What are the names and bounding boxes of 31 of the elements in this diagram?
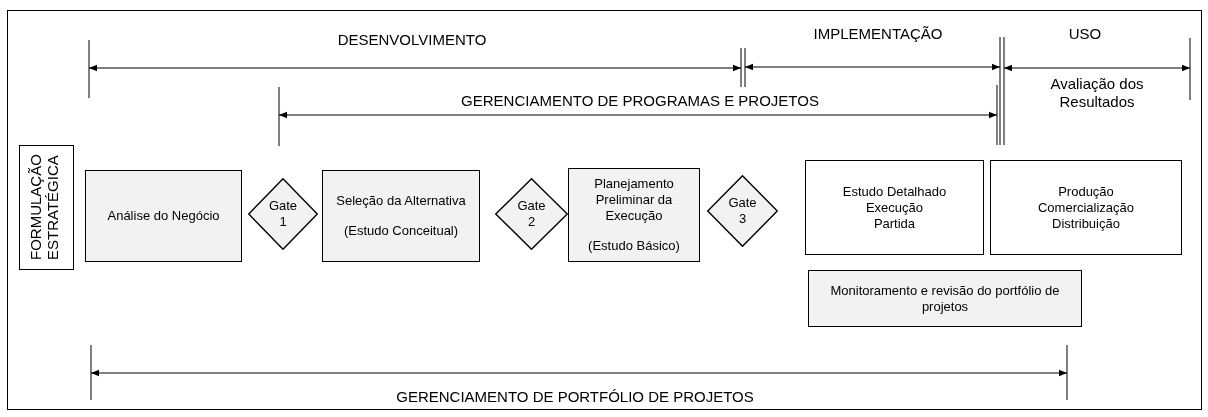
node-text: (Estudo Conceitual)	[343, 223, 459, 239]
node-text: (Estudo Básico)	[588, 238, 680, 254]
node-text: Produção	[1058, 183, 1114, 200]
process-box	[808, 270, 1082, 327]
node-text: Execução	[865, 199, 924, 216]
phase-box	[19, 145, 74, 270]
node-text: Seleção da Alternativa	[336, 193, 466, 209]
node-text: Monitoramento e revisão do portfólio de projetos	[829, 282, 1061, 315]
phase-label: IMPLEMENTAÇÃO	[812, 25, 944, 43]
gate-diamond	[495, 178, 568, 250]
node-text: Planejamento Preliminar da Execução	[593, 176, 675, 224]
node-text: Gate 2	[516, 198, 547, 230]
span-label: GERENCIAMENTO DE PORTFÓLIO DE PROJETOS	[395, 388, 755, 406]
node-text: FORMULAÇÃO ESTRATÉGICA	[26, 153, 62, 263]
process-box	[322, 170, 480, 262]
node-text: Partida	[873, 215, 916, 232]
node-text: Comercialização	[1037, 199, 1135, 216]
phase-label: DESENVOLVIMENTO	[336, 31, 488, 49]
node-text: Gate 3	[727, 195, 758, 227]
span-label: Avaliação dos Resultados	[1049, 75, 1145, 111]
process-box	[805, 160, 984, 255]
phase-label: USO	[1067, 25, 1103, 43]
node-text: Distribuição	[1052, 215, 1120, 232]
process-box	[85, 170, 242, 262]
process-box	[990, 160, 1182, 255]
node-text: Gate 1	[268, 198, 298, 230]
gate-diamond	[248, 178, 318, 250]
node-text: Estudo Detalhado	[842, 183, 947, 200]
gate-diamond	[707, 175, 778, 247]
span-label: GERENCIAMENTO DE PROGRAMAS E PROJETOS	[460, 92, 820, 110]
node-text: Análise do Negócio	[107, 208, 220, 224]
